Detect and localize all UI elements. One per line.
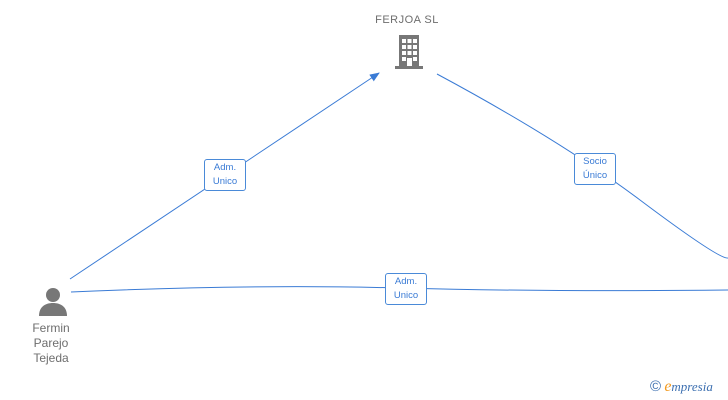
company-name[interactable]: FERJOA SL: [375, 14, 439, 26]
edge-label-line-2: Unico: [393, 290, 419, 301]
edge-company-to-offscreen: [436, 73, 728, 259]
edge-label-line-2: Unico: [212, 176, 238, 187]
brand-name: mpresia: [671, 379, 713, 394]
person-name-line-2: Parejo: [33, 336, 69, 350]
building-icon[interactable]: [393, 34, 425, 75]
edge-label-socio-unico[interactable]: Socio Único: [574, 153, 616, 185]
edge-label-line-1: Adm.: [394, 276, 418, 287]
edge-label-line-1: Socio: [583, 156, 607, 167]
empresia-watermark: © empresia: [650, 378, 713, 396]
copyright-icon: ©: [650, 378, 662, 395]
edge-label-adm-unico-bottom[interactable]: Adm. Unico: [385, 273, 427, 305]
person-name-line-1: Fermin: [32, 321, 70, 335]
edge-label-adm-unico-top[interactable]: Adm. Unico: [204, 159, 246, 191]
edge-label-line-2: Único: [582, 170, 608, 181]
person-name-line-3: Tejeda: [33, 351, 69, 365]
brand-initial: e: [664, 378, 672, 395]
person-icon[interactable]: [37, 287, 69, 322]
person-name[interactable]: Fermin Parejo Tejeda: [20, 321, 82, 366]
edge-label-line-1: Adm.: [213, 162, 237, 173]
